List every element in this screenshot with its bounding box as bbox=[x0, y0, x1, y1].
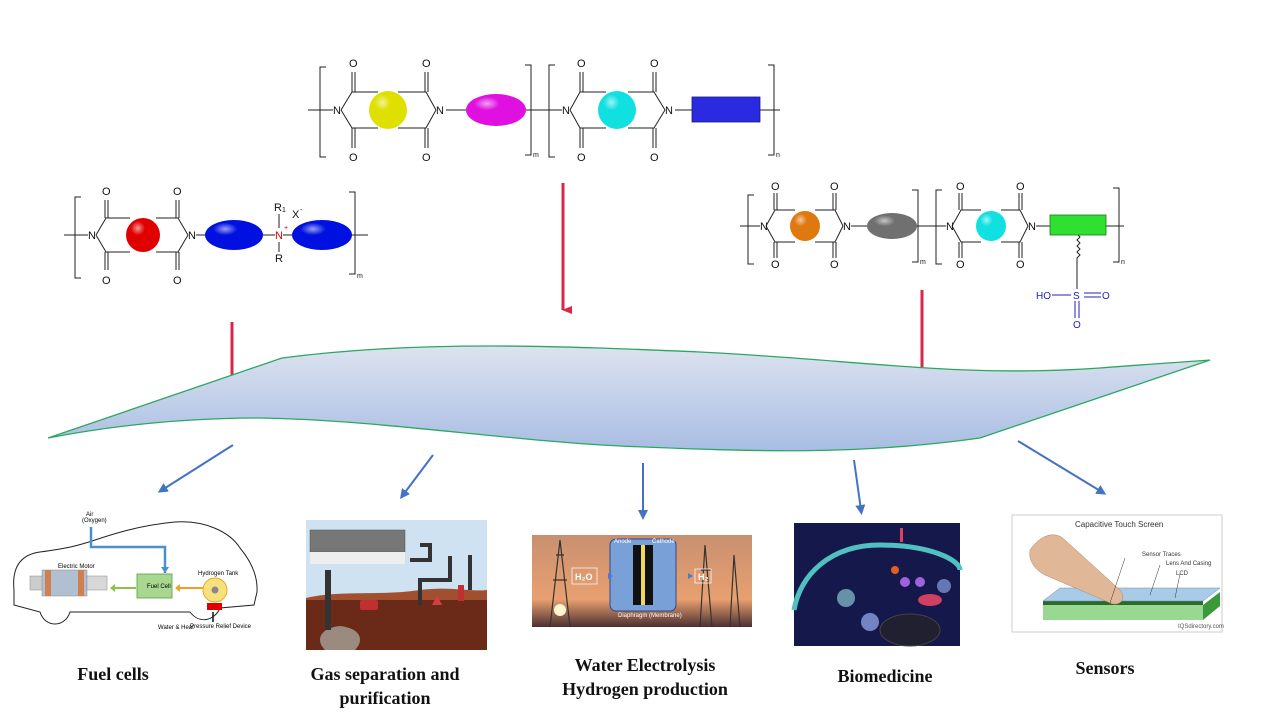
bracket-n-left bbox=[548, 64, 555, 158]
electrolysis-diaphragm-label: Diaphragm (Membrane) bbox=[618, 613, 682, 619]
right-o: O bbox=[771, 259, 780, 271]
left-n-1: N bbox=[88, 230, 96, 242]
right-o: O bbox=[956, 181, 965, 193]
left-repeat-m: m bbox=[357, 273, 363, 280]
right-repeat-m: m bbox=[920, 259, 926, 266]
top-o: O bbox=[422, 152, 431, 164]
sulfonate-ho: HO bbox=[1036, 291, 1051, 302]
top-o: O bbox=[650, 58, 659, 70]
top-o: O bbox=[577, 152, 586, 164]
left-counter-charge: - bbox=[300, 207, 303, 214]
electrolysis-output-label: H₂ bbox=[698, 572, 709, 582]
water-electrolysis-image: H₂O H₂ Anode Cathode Diaphragm (Membrane… bbox=[532, 535, 752, 628]
arrow-to-biomedicine bbox=[853, 459, 866, 515]
top-linker-blue bbox=[691, 96, 761, 123]
right-polymer-structure: N N N N O O O O O O O O m n HO S O O bbox=[740, 181, 1125, 331]
right-repeat-n: n bbox=[1121, 259, 1125, 266]
top-n-4: N bbox=[665, 105, 673, 117]
left-plus-charge: + bbox=[284, 225, 288, 232]
application-label-biomedicine: Biomedicine bbox=[810, 664, 960, 688]
top-repeat-n: n bbox=[776, 152, 780, 159]
electrolysis-anode-label: Anode bbox=[614, 539, 632, 545]
fuel-cells-label: Fuel cells bbox=[77, 664, 149, 684]
fuel-cell-car-image: Air (Oxygen) Electric Motor Fuel Cell Hy… bbox=[13, 512, 258, 631]
sulfonate-o: O bbox=[1073, 320, 1081, 331]
gas-separation-label-line2: purification bbox=[339, 688, 431, 708]
water-electrolysis-label-line1: Water Electrolysis bbox=[574, 655, 716, 675]
right-linker-green bbox=[1049, 214, 1107, 236]
top-o: O bbox=[577, 58, 586, 70]
left-quaternary-n: N bbox=[275, 230, 283, 242]
top-o: O bbox=[650, 152, 659, 164]
top-n-3: N bbox=[562, 105, 570, 117]
application-label-gas-separation: Gas separation and purification bbox=[280, 662, 490, 710]
bracket-left bbox=[319, 66, 326, 158]
application-label-fuel-cells: Fuel cells bbox=[48, 662, 178, 686]
top-o: O bbox=[422, 58, 431, 70]
output-arrows bbox=[157, 440, 1107, 520]
left-o: O bbox=[102, 275, 111, 287]
right-o: O bbox=[830, 259, 839, 271]
top-o: O bbox=[349, 152, 358, 164]
right-o: O bbox=[771, 181, 780, 193]
left-n-2: N bbox=[188, 230, 196, 242]
electrolysis-input-label: H₂O bbox=[575, 572, 593, 582]
arrow-to-sensors bbox=[1017, 440, 1107, 495]
left-o: O bbox=[173, 186, 182, 198]
fuel-motor-label: Electric Motor bbox=[58, 564, 95, 570]
top-n-2: N bbox=[436, 105, 444, 117]
sensors-image: Capacitive Touch Screen Sensor Traces Le… bbox=[1011, 514, 1224, 633]
left-counter-ion: X bbox=[292, 209, 300, 221]
electrolysis-cathode-label: Cathode bbox=[652, 539, 675, 545]
sulfonate-o: O bbox=[1102, 291, 1110, 302]
left-polymer-structure: N N O O O O N + R 1 R X - m bbox=[64, 186, 368, 287]
biomedicine-label: Biomedicine bbox=[837, 666, 933, 686]
fuel-oxygen-label: (Oxygen) bbox=[82, 518, 107, 524]
sensor-traces-label: Sensor Traces bbox=[1142, 552, 1181, 558]
left-o: O bbox=[173, 275, 182, 287]
fuel-water-label: Water & Heat bbox=[158, 625, 194, 631]
gas-separation-image bbox=[306, 520, 487, 650]
biomedicine-image bbox=[791, 523, 963, 647]
arrow-to-fuel-cells bbox=[157, 444, 234, 493]
application-label-water-electrolysis: Water Electrolysis Hydrogen production bbox=[540, 653, 750, 701]
right-o: O bbox=[1016, 259, 1025, 271]
top-repeat-m: m bbox=[533, 152, 539, 159]
top-polymer-structure: N N N N O O O O O O O O m n bbox=[308, 58, 780, 164]
left-r: R bbox=[275, 253, 283, 265]
sensor-image-title: Capacitive Touch Screen bbox=[1075, 520, 1163, 529]
fuel-tank-label: Hydrogen Tank bbox=[198, 571, 239, 577]
sensors-label: Sensors bbox=[1075, 658, 1135, 678]
right-n-1: N bbox=[760, 221, 768, 233]
right-n-2: N bbox=[843, 221, 851, 233]
left-r1: R bbox=[274, 202, 282, 214]
top-o: O bbox=[349, 58, 358, 70]
fuel-relief-label: Pressure Relief Device bbox=[190, 624, 252, 630]
sensor-credit-label: IQSdirectory.com bbox=[1178, 624, 1224, 630]
right-o: O bbox=[830, 181, 839, 193]
sensor-lcd-label: LCD bbox=[1176, 571, 1189, 577]
water-electrolysis-label-line2: Hydrogen production bbox=[562, 679, 728, 699]
left-o: O bbox=[102, 186, 111, 198]
fuel-air-label: Air bbox=[86, 512, 93, 518]
arrow-to-gas-separation bbox=[400, 454, 434, 499]
membrane-sheet bbox=[47, 345, 1211, 452]
right-o: O bbox=[956, 259, 965, 271]
sulfonate-s: S bbox=[1073, 291, 1080, 302]
fuel-cell-label: Fuel Cell bbox=[147, 584, 171, 590]
right-n-4: N bbox=[1028, 221, 1036, 233]
left-r1-sub: 1 bbox=[282, 207, 286, 214]
sensor-lens-label: Lens And Casing bbox=[1166, 561, 1211, 567]
application-label-sensors: Sensors bbox=[1040, 656, 1170, 680]
top-n-1: N bbox=[333, 105, 341, 117]
gas-separation-label-line1: Gas separation and bbox=[310, 664, 460, 684]
right-o: O bbox=[1016, 181, 1025, 193]
right-n-3: N bbox=[946, 221, 954, 233]
